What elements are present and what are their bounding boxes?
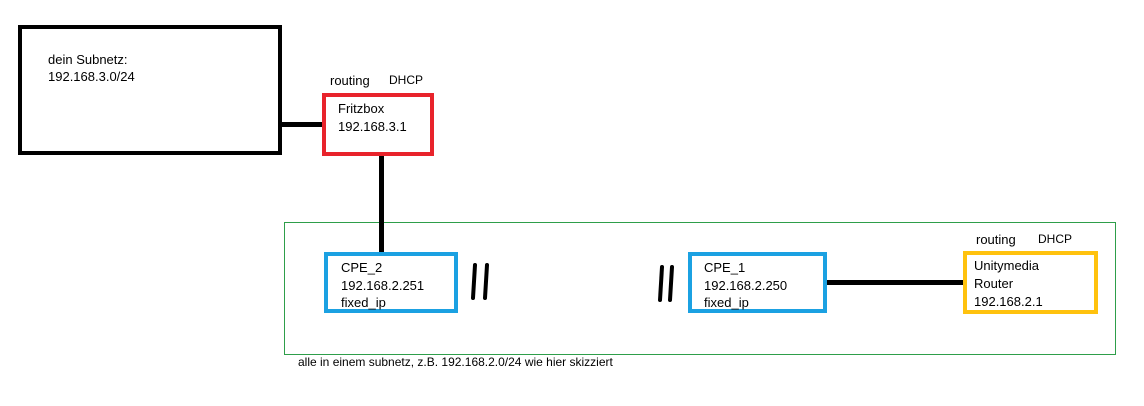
unitymedia-router-node bbox=[963, 251, 1098, 314]
unitymedia-ip: 192.168.2.1 bbox=[974, 294, 1043, 309]
wireless-link-icon-right bbox=[658, 265, 674, 302]
fritzbox-tag-routing: routing bbox=[330, 73, 370, 88]
cpe1-node bbox=[688, 252, 827, 313]
cpe2-mode: fixed_ip bbox=[341, 295, 386, 310]
fritzbox-node bbox=[322, 93, 434, 156]
unitymedia-name: Unitymedia bbox=[974, 258, 1040, 273]
subnet-cidr: 192.168.3.0/24 bbox=[48, 69, 135, 84]
wireless-link-icon-left bbox=[471, 263, 489, 300]
cpe2-node bbox=[324, 252, 458, 313]
cpe1-mode: fixed_ip bbox=[704, 295, 749, 310]
unitymedia-tag-dhcp: DHCP bbox=[1038, 232, 1073, 246]
cpe1-name: CPE_1 bbox=[704, 260, 746, 275]
fritzbox-tag-dhcp: DHCP bbox=[389, 73, 424, 87]
link-subnet-fritzbox bbox=[282, 122, 324, 127]
fritzbox-name: Fritzbox bbox=[338, 101, 385, 116]
same-subnet-group bbox=[284, 222, 1116, 355]
subnet-label: dein Subnetz: bbox=[48, 52, 128, 67]
cpe1-ip: 192.168.2.250 bbox=[704, 278, 788, 293]
unitymedia-tag-routing: routing bbox=[976, 232, 1016, 247]
link-cpe1-unitymedia bbox=[827, 280, 964, 285]
unitymedia-type: Router bbox=[974, 276, 1014, 291]
cpe2-name: CPE_2 bbox=[341, 260, 383, 275]
group-caption: alle in einem subnetz, z.B. 192.168.2.0/… bbox=[298, 355, 613, 369]
link-fritzbox-cpe2 bbox=[379, 156, 384, 252]
fritzbox-ip: 192.168.3.1 bbox=[338, 119, 407, 134]
cpe2-ip: 192.168.2.251 bbox=[341, 278, 425, 293]
subnet-box bbox=[18, 25, 282, 155]
